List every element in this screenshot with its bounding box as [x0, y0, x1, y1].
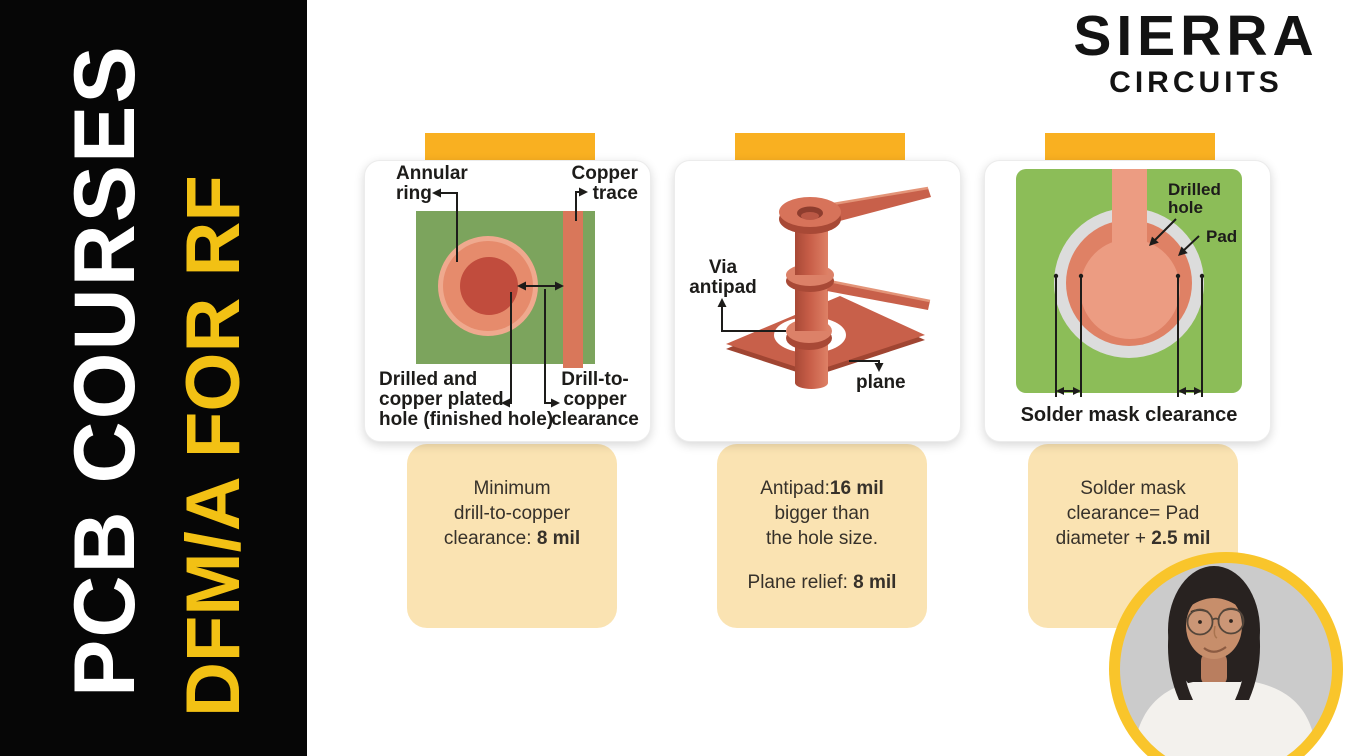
logo-subtext: CIRCUITS [1109, 66, 1283, 99]
caption-antipad: Antipad:16 mil bigger than the hole size… [717, 444, 927, 628]
plane-label: plane [856, 372, 906, 393]
presenter-avatar [1109, 552, 1343, 756]
annular-ring-label: Annular ring [396, 163, 468, 204]
via-barrel-top-seg [795, 226, 828, 275]
caption-line: clearance: 8 mil [443, 528, 581, 549]
drilled-hole-area [1080, 239, 1180, 339]
caption-line: drill-to-copper [453, 503, 571, 524]
drilled-hole [460, 257, 518, 315]
caption-drill-to-copper: Minimum drill-to-copper clearance: 8 mil [407, 444, 617, 628]
via-antipad-label: Via antipad [689, 257, 757, 298]
via-3d-illustration [726, 186, 931, 389]
logo-wordmark: SIERRA [1073, 4, 1319, 68]
copper-trace [563, 211, 583, 368]
card-tab-3 [1045, 133, 1215, 165]
sidebar-title: PCB COURSES [57, 44, 153, 697]
drilled-hole-label-3: Drilled hole [1168, 180, 1221, 217]
card-tab-1 [425, 133, 595, 165]
plane-trace-highlight [828, 279, 931, 303]
copper-trace-label: Copper trace [571, 163, 639, 204]
caption-line: clearance= Pad [1066, 503, 1200, 524]
card-tab-2 [735, 133, 905, 165]
avatar-photo [1120, 563, 1332, 756]
drill-to-copper-label: Drill-to- copper clearance [551, 369, 639, 430]
pad-label: Pad [1206, 227, 1238, 246]
sidebar-subtitle: DFM/A FOR RF [171, 175, 256, 717]
caption-line: Solder mask [1080, 478, 1186, 499]
plane-trace [827, 281, 930, 310]
caption-line: Minimum [473, 478, 551, 499]
solder-mask-clearance-label: Solder mask clearance [1020, 404, 1238, 426]
via-hole-inner [801, 212, 819, 220]
drilled-hole-label: Drilled and copper plated hole (finished… [379, 369, 554, 430]
caption-line: Plane relief: 8 mil [747, 572, 897, 593]
top-trace [833, 188, 931, 222]
caption-line: Antipad:16 mil [760, 478, 884, 499]
caption-spacer [717, 551, 927, 570]
sierra-circuits-logo: SIERRA CIRCUITS [1050, 8, 1342, 98]
caption-line: the hole size. [766, 528, 878, 549]
top-trace-highlight [832, 186, 929, 206]
sidebar: PCB COURSES DFM/A FOR RF [0, 0, 307, 756]
caption-line: bigger than [774, 503, 870, 524]
caption-line: diameter + 2.5 mil [1055, 528, 1211, 549]
